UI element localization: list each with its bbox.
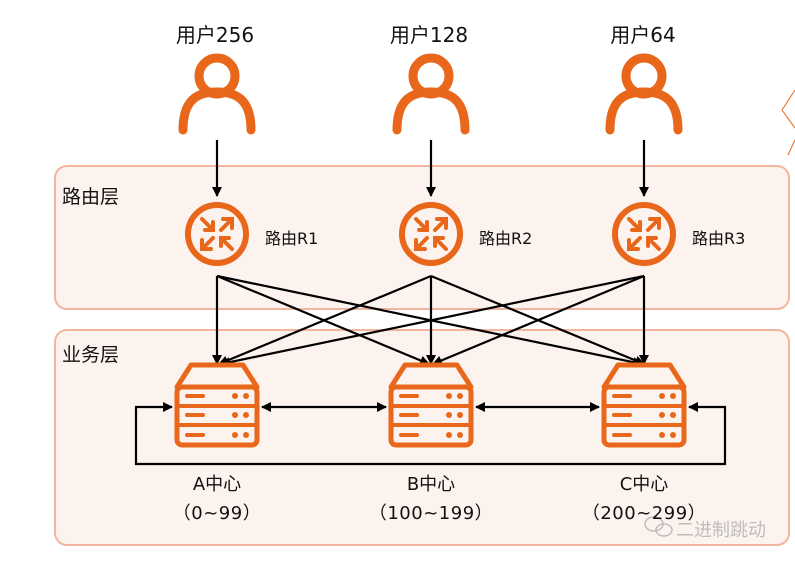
watermark-text: 二进制跳动 — [676, 520, 766, 541]
center-name: C中心 — [619, 474, 669, 495]
user-icon — [183, 58, 251, 130]
edge-decoration — [781, 89, 795, 156]
routing-layer-panel — [54, 165, 790, 310]
user-icon — [397, 58, 465, 130]
router-center-arrows — [212, 274, 649, 368]
center-range: （200~299） — [581, 503, 707, 524]
user-label: 用户256 — [175, 23, 255, 47]
routing-layer-label: 路由层 — [62, 186, 120, 208]
center-range: （100~199） — [368, 503, 494, 524]
center-name: A中心 — [192, 474, 242, 495]
center-range: （0~99） — [172, 503, 262, 524]
center-sync-arrows — [134, 402, 727, 466]
router-label: 路由R2 — [479, 229, 533, 248]
router-label: 路由R3 — [692, 229, 746, 248]
user-label: 用户64 — [610, 23, 676, 47]
center-name: B中心 — [406, 474, 456, 495]
user-label: 用户128 — [389, 23, 469, 47]
user-icon — [610, 58, 678, 130]
wechat-icon — [644, 516, 673, 537]
user-router-arrows — [212, 140, 649, 197]
business-layer-label: 业务层 — [62, 344, 120, 366]
router-label: 路由R1 — [265, 229, 319, 248]
